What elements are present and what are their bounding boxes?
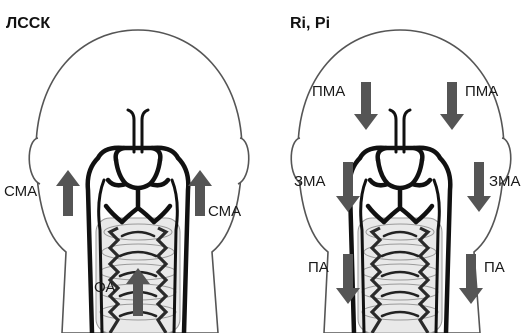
cma-right-label: СМА xyxy=(208,203,241,220)
pa-right-label: ПА xyxy=(484,259,505,276)
oa-label: ОА xyxy=(94,279,115,296)
cma-left-label: СМА xyxy=(4,183,37,200)
pma-left-label: ПМА xyxy=(312,83,345,100)
zma-left-label: ЗМА xyxy=(294,173,326,190)
panel-left-title: ЛССК xyxy=(6,15,50,32)
panel-right-title: Ri, Pi xyxy=(290,15,330,32)
panel-left: ЛССК СМА СМА ОА xyxy=(4,15,249,333)
pa-left-label: ПА xyxy=(308,259,329,276)
panel-right: Ri, Pi ПМА ПМА ЗМА ЗМА ПА ПА xyxy=(290,15,521,333)
zma-right-label: ЗМА xyxy=(489,173,521,190)
pma-right-label: ПМА xyxy=(465,83,498,100)
